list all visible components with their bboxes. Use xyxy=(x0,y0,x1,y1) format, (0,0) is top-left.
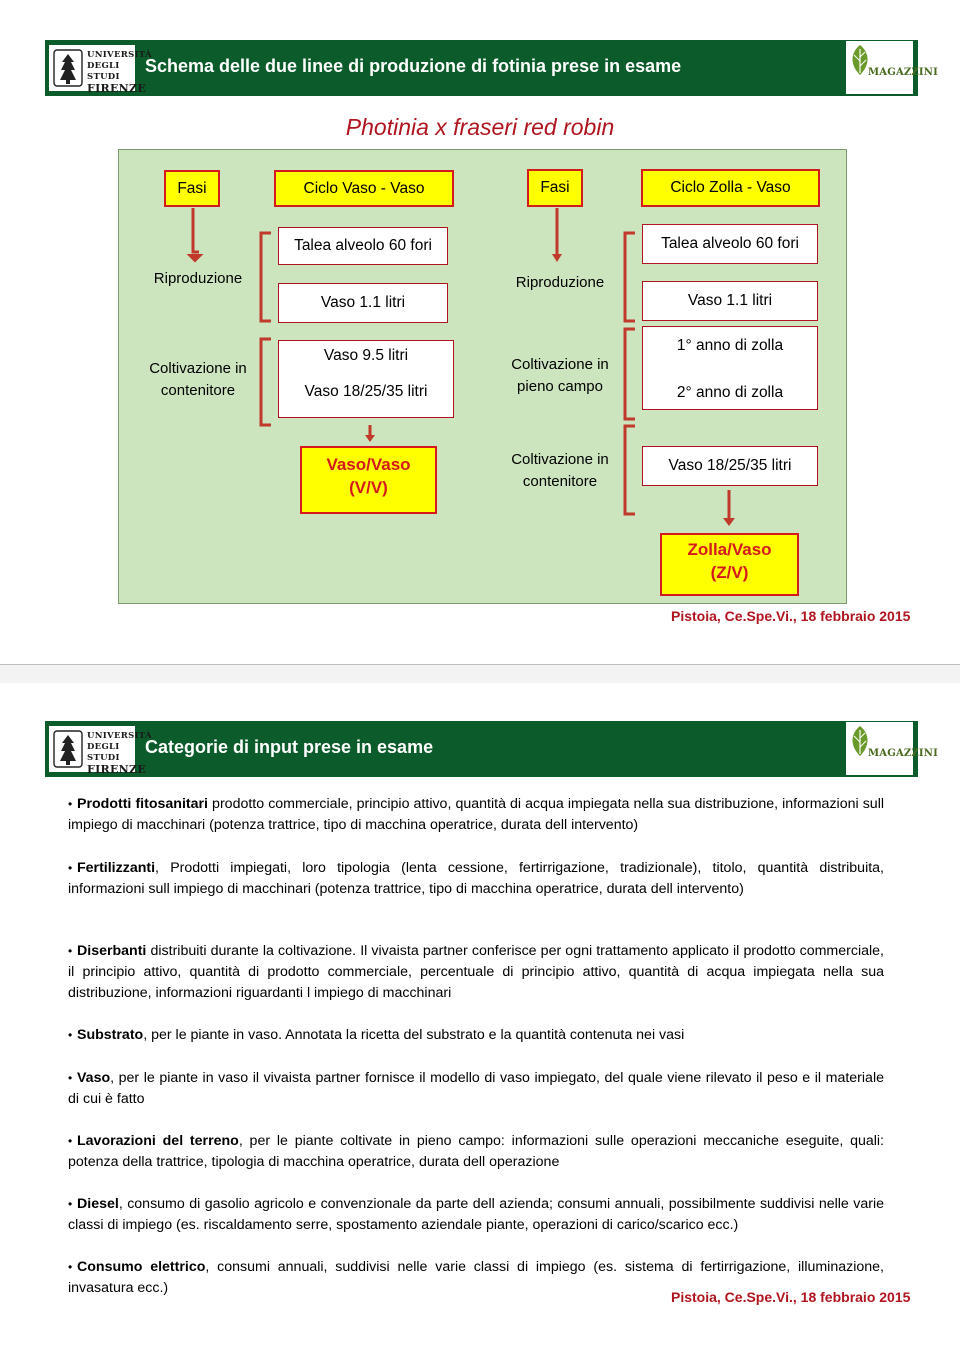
fasi-header-left: Fasi xyxy=(164,170,220,207)
magazzini-logo: MAGAZZINI xyxy=(846,41,938,94)
phase-coltivazione-contenitore-left: Coltivazione in contenitore xyxy=(149,360,247,399)
zv-anno2-text: 2° anno di zolla xyxy=(676,384,784,401)
university-name: UNIVERSITÀ DEGLI STUDI FIRENZE xyxy=(87,731,152,776)
university-seal-icon xyxy=(53,730,83,768)
leaf-icon xyxy=(852,726,868,756)
bullet-icon: • xyxy=(68,797,73,811)
diagram-connectors xyxy=(186,208,735,526)
slide-separator xyxy=(0,664,960,684)
bullet-icon: • xyxy=(68,861,73,875)
footer-date: Pistoia, Ce.Spe.Vi., 18 febbraio 2015 xyxy=(671,608,911,624)
vv-result-box: Vaso/Vaso (V/V) xyxy=(300,446,437,514)
slide-title: Categorie di input prese in esame xyxy=(145,737,434,757)
list-item-diserbanti: •Diserbanti distribuiti durante la colti… xyxy=(68,943,884,1001)
vv-talea-box: Talea alveolo 60 fori xyxy=(278,227,448,265)
magazzini-logo: MAGAZZINI xyxy=(846,722,938,775)
university-logo: UNIVERSITÀ DEGLI STUDI FIRENZE xyxy=(49,45,152,94)
vv-coltivazione-box: Vaso 9.5 litri Vaso 18/25/35 litri xyxy=(278,340,454,418)
phase-pieno-campo: Coltivazione in pieno campo xyxy=(511,356,609,395)
phase-riproduzione-left: Riproduzione xyxy=(153,270,243,287)
slide-input-categories: UNIVERSITÀ DEGLI STUDI FIRENZE Categorie… xyxy=(0,683,960,1367)
phase-riproduzione-right: Riproduzione xyxy=(515,274,605,291)
university-seal-icon xyxy=(53,49,83,87)
bullet-icon: • xyxy=(68,1260,73,1274)
bullet-icon: • xyxy=(68,1071,73,1085)
production-diagram: Fasi Ciclo Vaso - Vaso Fasi Ciclo Zolla … xyxy=(118,149,847,604)
magazzini-logo-text: MAGAZZINI xyxy=(868,748,939,759)
leaf-icon xyxy=(852,45,868,75)
phase-coltivazione-contenitore-right: Coltivazione in contenitore xyxy=(511,451,609,490)
bullet-icon: • xyxy=(68,1197,73,1211)
zv-anno1-text: 1° anno di zolla xyxy=(676,337,784,354)
bullet-icon: • xyxy=(68,1134,73,1148)
ciclo-vaso-header: Ciclo Vaso - Vaso xyxy=(274,170,454,207)
list-item-fertilizzanti: •Fertilizzanti, Prodotti impiegati, loro… xyxy=(68,860,884,897)
bullet-icon: • xyxy=(68,944,73,958)
vv-vaso1-box: Vaso 1.1 litri xyxy=(278,283,448,323)
zv-zolla-box: 1° anno di zolla 2° anno di zolla xyxy=(642,326,818,410)
slide-title: Schema delle due linee di produzione di … xyxy=(145,56,682,76)
ciclo-zolla-header: Ciclo Zolla - Vaso xyxy=(641,169,820,207)
magazzini-logo-text: MAGAZZINI xyxy=(868,67,939,78)
vv-vaso18-text: Vaso 18/25/35 litri xyxy=(304,383,428,400)
zv-vaso1-box: Vaso 1.1 litri xyxy=(642,281,818,321)
list-item-diesel: •Diesel, consumo di gasolio agricolo e c… xyxy=(68,1196,884,1233)
list-item-consumo-elettrico: •Consumo elettrico, consumi annuali, sud… xyxy=(68,1259,884,1296)
zv-talea-box: Talea alveolo 60 fori xyxy=(642,224,818,264)
bullet-icon: • xyxy=(68,1028,73,1042)
vv-vaso9-text: Vaso 9.5 litri xyxy=(323,347,409,364)
list-item-vaso: •Vaso, per le piante in vaso il vivaista… xyxy=(68,1070,884,1107)
zv-result-box: Zolla/Vaso (Z/V) xyxy=(660,533,799,596)
list-item-lavorazioni: •Lavorazioni del terreno, per le piante … xyxy=(68,1133,884,1170)
fasi-header-right: Fasi xyxy=(527,169,583,207)
slide-production-schema: UNIVERSITÀ DEGLI STUDI FIRENZE Schema de… xyxy=(0,0,960,662)
slide-header: UNIVERSITÀ DEGLI STUDI FIRENZE Schema de… xyxy=(45,40,938,96)
footer-date: Pistoia, Ce.Spe.Vi., 18 febbraio 2015 xyxy=(671,1289,911,1305)
university-logo: UNIVERSITÀ DEGLI STUDI FIRENZE xyxy=(49,726,152,775)
species-title: Photinia x fraseri red robin xyxy=(345,114,615,140)
zv-vaso18-box: Vaso 18/25/35 litri xyxy=(642,446,818,486)
university-name: UNIVERSITÀ DEGLI STUDI FIRENZE xyxy=(87,50,152,95)
list-item-substrato: •Substrato, per le piante in vaso. Annot… xyxy=(68,1025,884,1046)
list-item-fitosanitari: •Prodotti fitosanitari prodotto commerci… xyxy=(68,796,884,833)
slide-header: UNIVERSITÀ DEGLI STUDI FIRENZE Categorie… xyxy=(45,721,938,777)
